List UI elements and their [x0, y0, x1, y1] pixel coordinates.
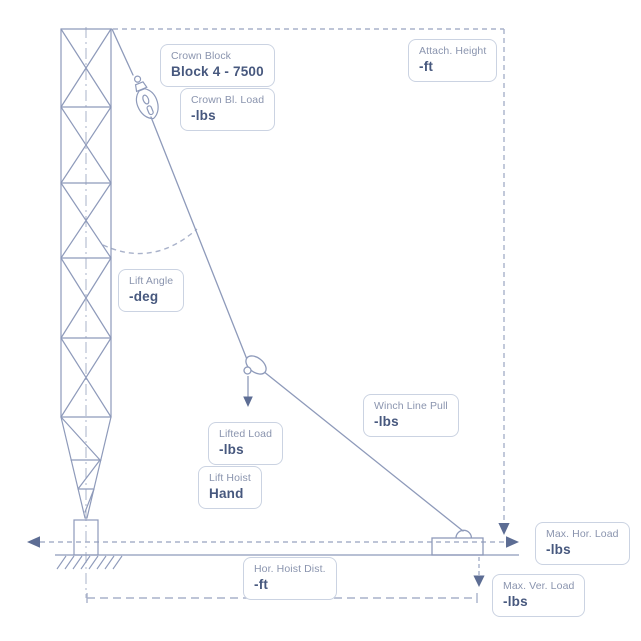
- attach-height-title: Attach. Height: [419, 45, 487, 57]
- right-arrow-icon: [506, 536, 519, 548]
- left-arrow-icon: [27, 536, 40, 548]
- attach-height-dimension: [113, 28, 505, 520]
- ground-hatching: [56, 555, 123, 570]
- winch-graphic: [431, 529, 484, 556]
- callout-max-ver-load[interactable]: Max. Ver. Load -lbs: [492, 574, 586, 617]
- load-hook-graphic: [243, 355, 267, 375]
- callout-winch-line-pull[interactable]: Winch Line Pull -lbs: [363, 394, 459, 437]
- lift-angle-title: Lift Angle: [129, 275, 174, 287]
- lifted-load-value: -lbs: [219, 442, 244, 457]
- lift-hoist-value: Hand: [209, 486, 244, 501]
- max-hor-load-title: Max. Hor. Load: [546, 528, 619, 540]
- down-arrow-icon: [473, 575, 485, 587]
- callout-lift-hoist[interactable]: Lift Hoist Hand: [198, 466, 262, 509]
- crown-bl-load-value: -lbs: [191, 108, 216, 123]
- max-ver-load-value: -lbs: [503, 594, 528, 609]
- tower-structure: [60, 28, 112, 519]
- lifted-load-title: Lifted Load: [219, 428, 273, 440]
- callout-attach-height[interactable]: Attach. Height -ft: [408, 39, 498, 82]
- winch-line-pull-value: -lbs: [374, 414, 399, 429]
- callout-crown-block[interactable]: Crown Block Block 4 - 7500: [160, 44, 275, 87]
- callout-hor-hoist-dist[interactable]: Hor. Hoist Dist. -ft: [243, 557, 337, 600]
- callout-crown-bl-load[interactable]: Crown Bl. Load -lbs: [180, 88, 276, 131]
- crown-block-title: Crown Block: [171, 50, 232, 62]
- lift-angle-value: -deg: [129, 289, 159, 304]
- hor-hoist-dist-title: Hor. Hoist Dist.: [254, 563, 326, 575]
- lift-angle-arc: [102, 228, 198, 255]
- max-ver-load-title: Max. Ver. Load: [503, 580, 575, 592]
- crown-bl-load-title: Crown Bl. Load: [191, 94, 265, 106]
- lift-hoist-title: Lift Hoist: [209, 472, 251, 484]
- hor-hoist-dist-value: -ft: [254, 577, 269, 592]
- callout-lift-angle[interactable]: Lift Angle -deg: [118, 269, 185, 312]
- winch-line-pull-title: Winch Line Pull: [374, 400, 448, 412]
- crown-block-value: Block 4 - 7500: [171, 64, 264, 79]
- attach-height-value: -ft: [419, 59, 434, 74]
- attach-height-arrow-icon: [498, 523, 510, 535]
- callout-max-hor-load[interactable]: Max. Hor. Load -lbs: [535, 522, 630, 565]
- down-arrow-icon: [243, 396, 253, 407]
- hoist-line: [111, 28, 464, 532]
- max-hor-load-value: -lbs: [546, 542, 571, 557]
- lifted-load-arrow: [243, 376, 253, 407]
- crown-block-graphic: [133, 75, 159, 120]
- callout-lifted-load[interactable]: Lifted Load -lbs: [208, 422, 284, 465]
